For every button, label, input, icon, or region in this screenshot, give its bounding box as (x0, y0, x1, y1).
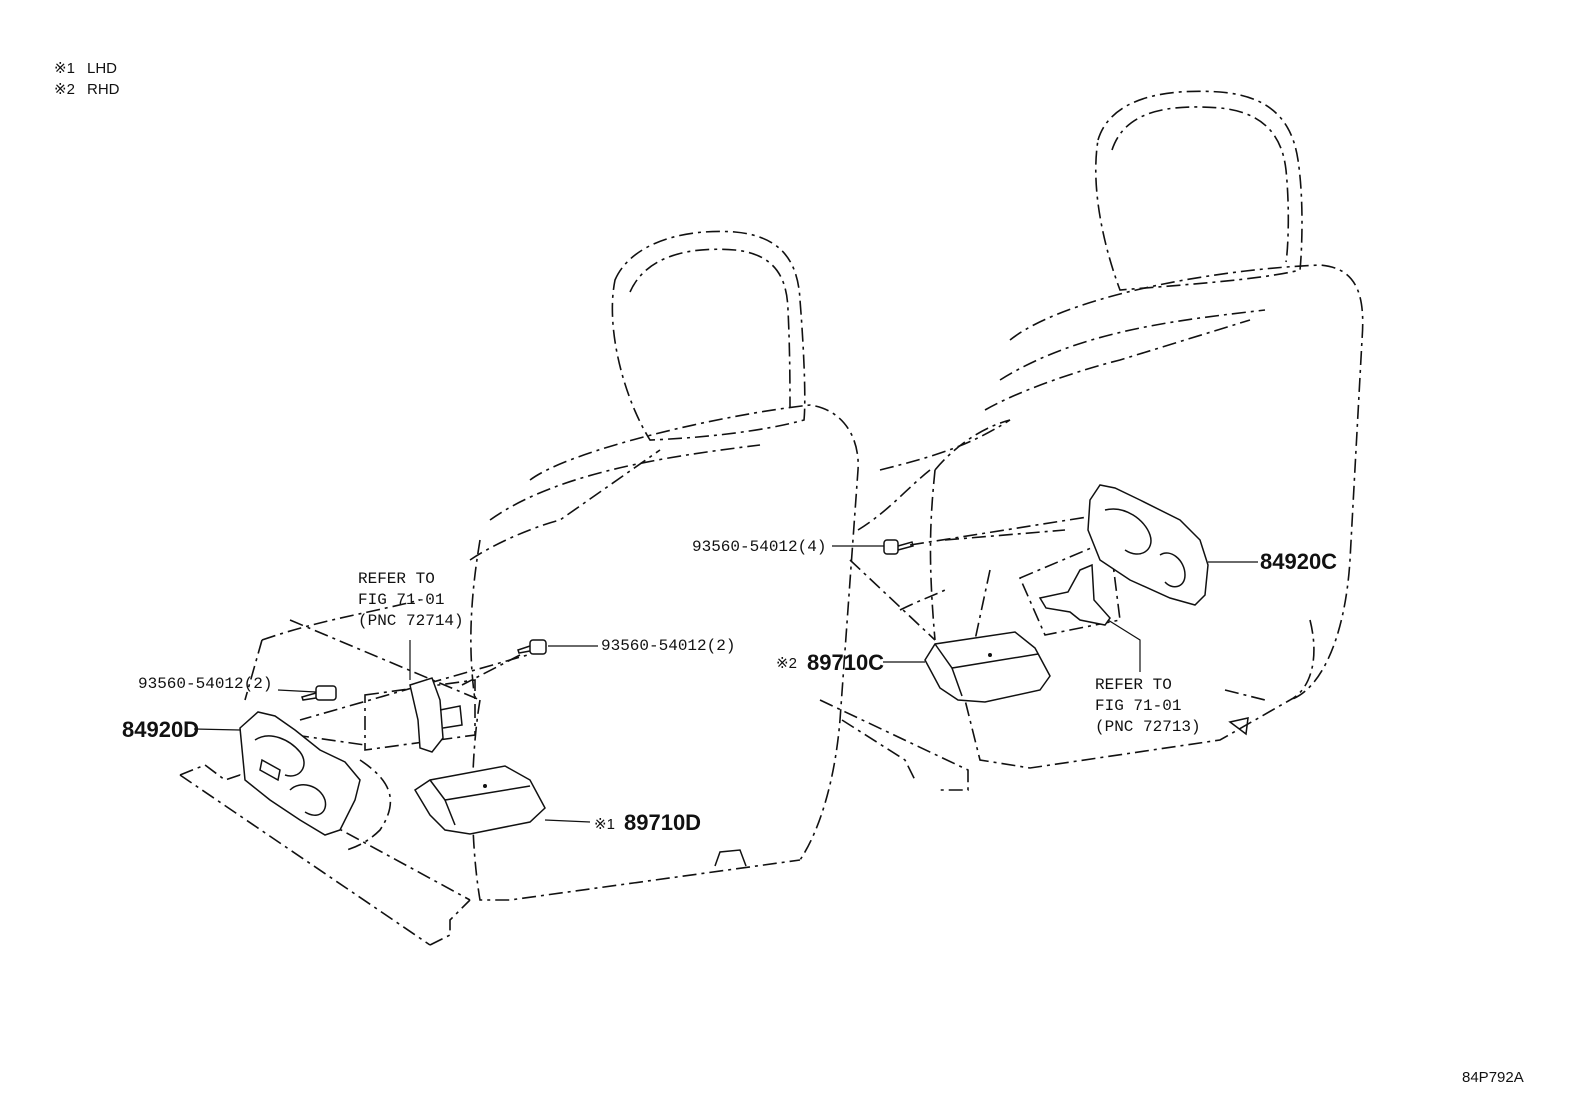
label-ecu-rhd-mark: ※2 (776, 655, 797, 672)
part-bolt-left-lower (301, 685, 337, 701)
label-ecu-89710c: 89710C (807, 650, 884, 675)
refer-right-line2: FIG 71-01 (1095, 697, 1181, 715)
part-switch-84920c (1087, 484, 1209, 606)
label-bolt-left-upper: 93560-54012(2) (601, 637, 735, 655)
label-bolt-left-lower: 93560-54012(2) (138, 675, 272, 693)
leader-lines (193, 545, 1258, 823)
figure-code: 84P792A (1462, 1069, 1524, 1086)
refer-left-line1: REFER TO (358, 570, 435, 588)
label-ecu-lhd-mark: ※1 (594, 816, 615, 833)
part-bracket-right (1038, 563, 1111, 626)
refer-left-line2: FIG 71-01 (358, 591, 444, 609)
part-bracket-left (409, 677, 463, 753)
part-ecu-89710c (924, 631, 1051, 703)
label-switch-84920d: 84920D (122, 717, 199, 742)
legend-rhd-text: RHD (87, 81, 120, 98)
refer-left-line3: (PNC 72714) (358, 612, 464, 630)
legend-lhd-text: LHD (87, 60, 117, 77)
labels: 93560-54012(4) 93560-54012(2) 93560-5401… (122, 538, 1524, 1086)
label-bolt-right: 93560-54012(4) (692, 538, 826, 556)
refer-right-line1: REFER TO (1095, 676, 1172, 694)
part-bolt-right (883, 539, 914, 555)
label-switch-84920c: 84920C (1260, 549, 1337, 574)
legend: ※1 LHD ※2 RHD (54, 60, 120, 98)
legend-rhd: ※2 (54, 81, 75, 98)
part-ecu-89710d (413, 765, 546, 835)
part-bolt-left-upper (517, 639, 547, 655)
right-seat-outline (819, 90, 1364, 791)
refer-right-line3: (PNC 72713) (1095, 718, 1201, 736)
part-switch-84920d (239, 711, 361, 836)
left-seat-outline (179, 230, 859, 946)
legend-lhd: ※1 (54, 60, 75, 77)
label-ecu-89710d: 89710D (624, 810, 701, 835)
